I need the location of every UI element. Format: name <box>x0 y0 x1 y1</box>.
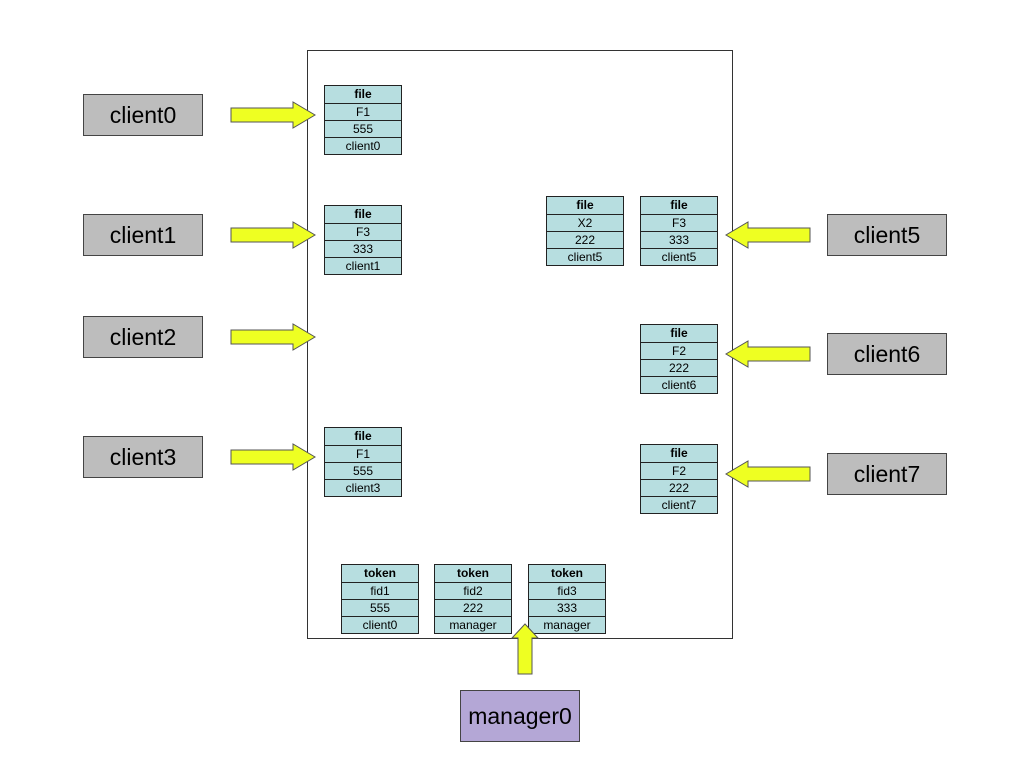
tuple-header: file <box>354 87 372 101</box>
client-label: client0 <box>109 101 177 128</box>
tuple-value: 333 <box>529 599 605 616</box>
tuple-name: F3 <box>641 214 717 231</box>
tuple-header: file <box>670 446 688 460</box>
client-label: client1 <box>109 221 177 248</box>
file-tuple[interactable]: file F2 222 client7 <box>640 444 718 514</box>
tuple-owner: client6 <box>641 376 717 393</box>
file-tuple[interactable]: file X2 222 client5 <box>546 196 624 266</box>
token-tuple[interactable]: token fid1 555 client0 <box>341 564 419 634</box>
client-label: client6 <box>853 340 921 367</box>
tuple-value: 555 <box>325 120 401 137</box>
arrow-client2-icon <box>230 323 316 351</box>
tuple-value: 222 <box>641 479 717 496</box>
tuple-header: file <box>354 207 372 221</box>
tuple-name: F2 <box>641 342 717 359</box>
tuple-name: fid1 <box>342 582 418 599</box>
tuple-header: file <box>670 326 688 340</box>
tuple-owner: client7 <box>641 496 717 513</box>
client-box-client0[interactable]: client0 <box>83 94 203 136</box>
tuple-owner: client0 <box>325 137 401 154</box>
arrow-client3-icon <box>230 443 316 471</box>
token-tuple[interactable]: token fid2 222 manager <box>434 564 512 634</box>
tuple-name: F3 <box>325 223 401 240</box>
file-tuple[interactable]: file F2 222 client6 <box>640 324 718 394</box>
arrow-client0-icon <box>230 101 316 129</box>
token-tuple[interactable]: token fid3 333 manager <box>528 564 606 634</box>
tuple-owner: manager <box>529 616 605 633</box>
file-tuple[interactable]: file F1 555 client0 <box>324 85 402 155</box>
tuple-name: F2 <box>641 462 717 479</box>
tuple-header: file <box>670 198 688 212</box>
tuple-name: fid2 <box>435 582 511 599</box>
tuple-name: F1 <box>325 445 401 462</box>
tuple-owner: client5 <box>547 248 623 265</box>
tuple-owner: manager <box>435 616 511 633</box>
manager-box[interactable]: manager0 <box>460 690 580 742</box>
arrow-client1-icon <box>230 221 316 249</box>
file-tuple[interactable]: file F3 333 client5 <box>640 196 718 266</box>
tuple-header: file <box>576 198 594 212</box>
client-label: client5 <box>853 221 921 248</box>
arrow-client6-icon <box>725 340 811 368</box>
tuple-name: X2 <box>547 214 623 231</box>
tuple-value: 333 <box>641 231 717 248</box>
tuple-name: F1 <box>325 103 401 120</box>
tuple-owner: client5 <box>641 248 717 265</box>
file-tuple[interactable]: file F1 555 client3 <box>324 427 402 497</box>
client-box-client3[interactable]: client3 <box>83 436 203 478</box>
client-box-client2[interactable]: client2 <box>83 316 203 358</box>
file-tuple[interactable]: file F3 333 client1 <box>324 205 402 275</box>
tuple-owner: client1 <box>325 257 401 274</box>
tuple-header: token <box>363 566 396 580</box>
tuple-value: 555 <box>325 462 401 479</box>
tuple-header: token <box>550 566 583 580</box>
tuple-header: file <box>354 429 372 443</box>
arrow-client5-icon <box>725 221 811 249</box>
tuple-owner: client3 <box>325 479 401 496</box>
tuple-header: token <box>456 566 489 580</box>
client-label: client7 <box>853 460 921 487</box>
tuple-value: 333 <box>325 240 401 257</box>
tuple-name: fid3 <box>529 582 605 599</box>
arrow-client7-icon <box>725 460 811 488</box>
client-label: client3 <box>109 443 177 470</box>
client-box-client5[interactable]: client5 <box>827 214 947 256</box>
tuple-value: 222 <box>435 599 511 616</box>
client-box-client1[interactable]: client1 <box>83 214 203 256</box>
tuple-value: 555 <box>342 599 418 616</box>
tuple-value: 222 <box>547 231 623 248</box>
tuple-owner: client0 <box>342 616 418 633</box>
client-box-client7[interactable]: client7 <box>827 453 947 495</box>
tuple-value: 222 <box>641 359 717 376</box>
client-box-client6[interactable]: client6 <box>827 333 947 375</box>
manager-label: manager0 <box>468 702 572 729</box>
client-label: client2 <box>109 323 177 350</box>
